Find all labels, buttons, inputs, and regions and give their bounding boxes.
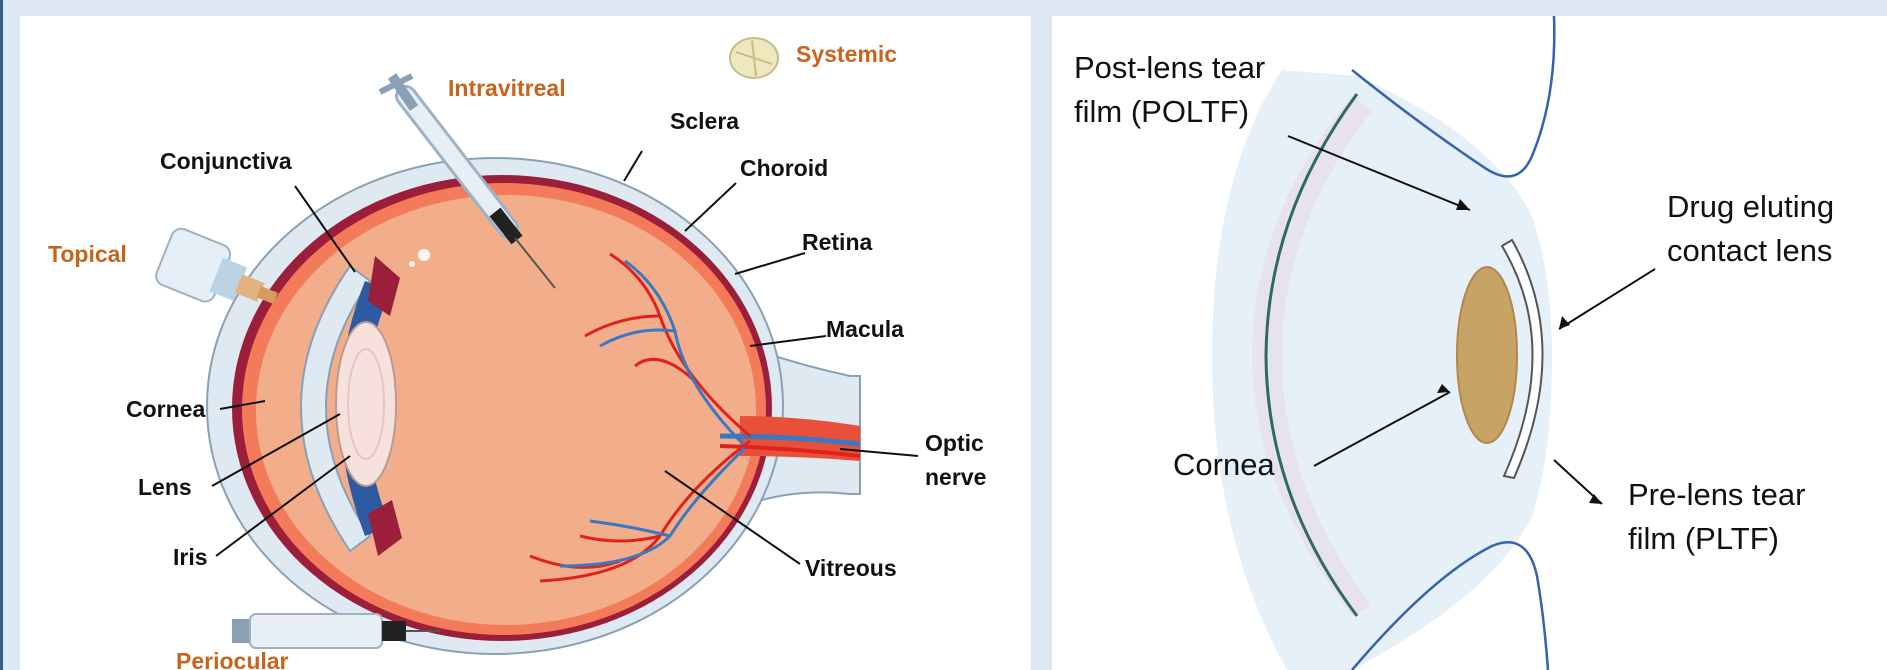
contact-lens-panel: Post-lens tear film (POLTF) Drug eluting… <box>1052 16 1887 670</box>
contact-lens-label-line2: contact lens <box>1667 229 1832 273</box>
retina-label: Retina <box>802 229 872 256</box>
vitreous-shape <box>256 195 756 625</box>
optic-nerve-label-line1: Optic <box>925 430 984 457</box>
vitreous-label: Vitreous <box>805 555 897 582</box>
macula-label: Macula <box>826 316 904 343</box>
iris-label: Iris <box>173 544 208 571</box>
cornea-shape-right <box>1457 267 1517 443</box>
topical-label: Topical <box>48 241 127 268</box>
sclera-label: Sclera <box>670 108 739 135</box>
choroid-label: Choroid <box>740 155 828 182</box>
cornea-label-right: Cornea <box>1173 443 1275 487</box>
cornea-label: Cornea <box>126 396 205 423</box>
poltf-label-line1: Post-lens tear <box>1074 46 1265 90</box>
lens-label: Lens <box>138 474 192 501</box>
conjunctiva-label: Conjunctiva <box>160 148 292 175</box>
contact-lens-label-line1: Drug eluting <box>1667 185 1834 229</box>
lens-shape <box>336 322 396 486</box>
systemic-label: Systemic <box>796 41 897 68</box>
pill-icon <box>730 38 778 78</box>
intravitreal-label: Intravitreal <box>448 75 566 102</box>
periocular-label: Periocular <box>176 648 289 670</box>
eye-anatomy-panel: Systemic Intravitreal Topical Periocular… <box>20 16 1031 670</box>
pltf-label-line1: Pre-lens tear <box>1628 473 1805 517</box>
left-accent-bar <box>0 0 3 670</box>
optic-nerve-label-line2: nerve <box>925 464 986 491</box>
pltf-label-line2: film (PLTF) <box>1628 517 1779 561</box>
poltf-label-line2: film (POLTF) <box>1074 90 1249 134</box>
